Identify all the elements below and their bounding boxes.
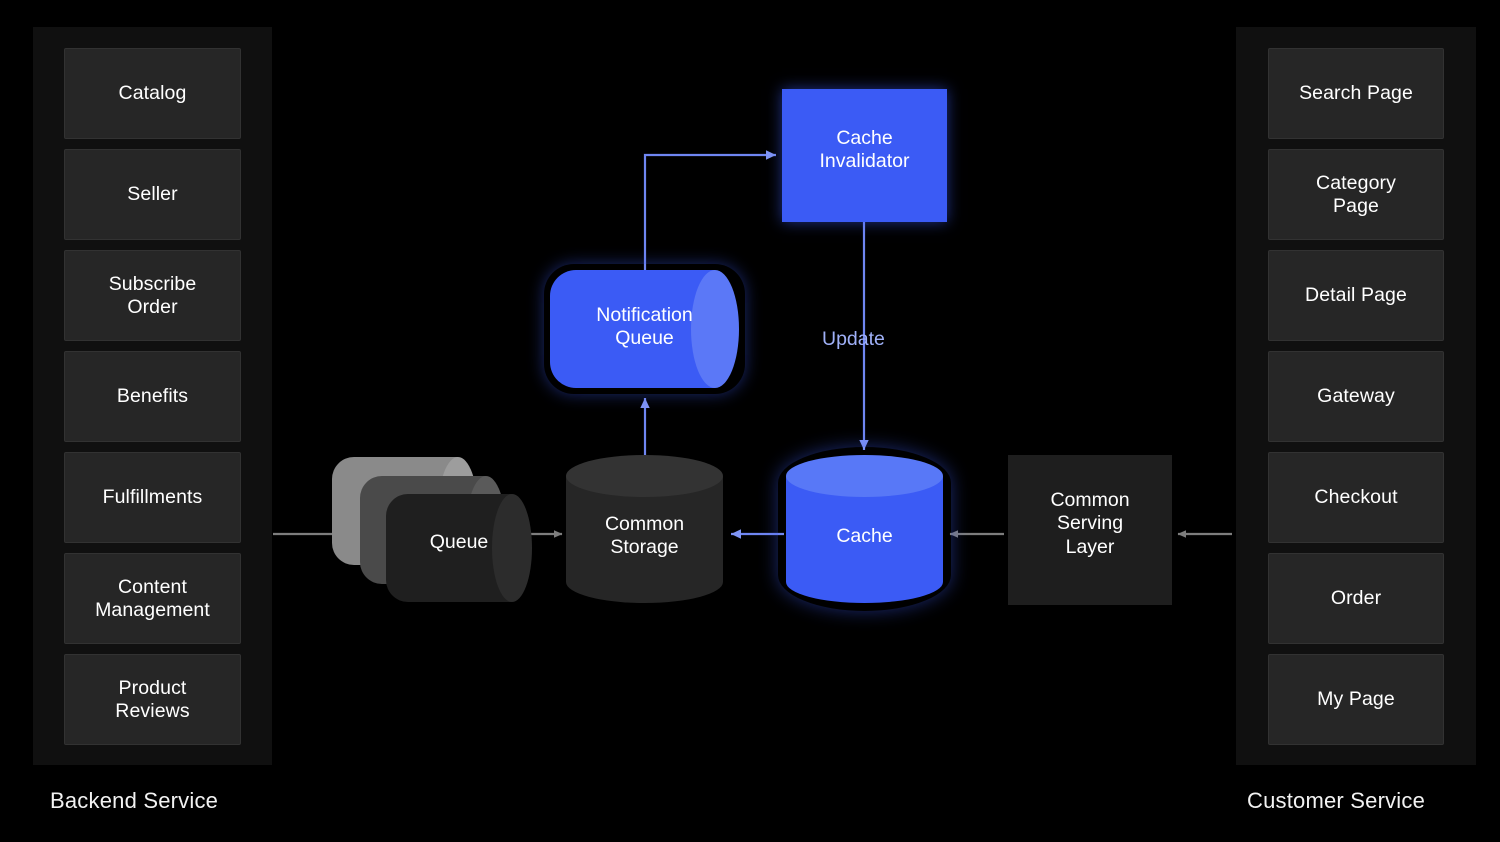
customer-service-caption: Customer Service [1247, 788, 1426, 813]
node-cache[interactable]: Cache [786, 455, 943, 603]
sidebar-item-category-page[interactable]: Category Page [1268, 149, 1444, 240]
sidebar-item-benefits[interactable]: Benefits [64, 351, 241, 442]
sidebar-item-order[interactable]: Order [1268, 553, 1444, 644]
sidebar-item-subscribe-order[interactable]: Subscribe Order [64, 250, 241, 341]
queue-front-body [386, 494, 512, 602]
node-queue-label: Queue [429, 531, 489, 553]
node-common-serving-layer-label: Common Serving Layer [1050, 489, 1130, 558]
sidebar-item-fulfillments[interactable]: Fulfillments [64, 452, 241, 543]
customer-service-panel: Search Page Category Page Detail Page Ga… [1236, 27, 1476, 765]
common-storage-top-cap [566, 455, 723, 497]
node-common-serving-layer[interactable]: Common Serving Layer [1008, 455, 1172, 605]
node-cache-invalidator[interactable]: Cache Invalidator [782, 89, 947, 222]
sidebar-item-checkout[interactable]: Checkout [1268, 452, 1444, 543]
sidebar-item-gateway[interactable]: Gateway [1268, 351, 1444, 442]
connector-label-update: Update [822, 328, 885, 350]
notification-queue-body [550, 270, 715, 388]
sidebar-item-search-page[interactable]: Search Page [1268, 48, 1444, 139]
queue-cylinder-front [386, 494, 532, 602]
sidebar-item-content-management[interactable]: Content Management [64, 553, 241, 644]
sidebar-item-detail-page[interactable]: Detail Page [1268, 250, 1444, 341]
node-notification-queue[interactable]: Notification Queue [550, 270, 739, 388]
node-cache-invalidator-label: Cache Invalidator [819, 127, 910, 173]
sidebar-item-product-reviews[interactable]: Product Reviews [64, 654, 241, 745]
queue-front-cap [492, 494, 532, 602]
backend-service-item-list: Catalog Seller Subscribe Order Benefits … [64, 48, 241, 745]
connector-notification-queue-to-cache-invalidator [643, 150, 776, 270]
notification-queue-cap [691, 270, 739, 388]
backend-service-caption: Backend Service [50, 788, 219, 813]
sidebar-item-seller[interactable]: Seller [64, 149, 241, 240]
sidebar-item-my-page[interactable]: My Page [1268, 654, 1444, 745]
sidebar-item-catalog[interactable]: Catalog [64, 48, 241, 139]
cache-top-cap [786, 455, 943, 497]
customer-service-item-list: Search Page Category Page Detail Page Ga… [1268, 48, 1444, 745]
node-queue-stack[interactable]: Queue [332, 457, 532, 602]
node-common-storage[interactable]: Common Storage [566, 455, 723, 603]
backend-service-panel: Catalog Seller Subscribe Order Benefits … [33, 27, 272, 765]
